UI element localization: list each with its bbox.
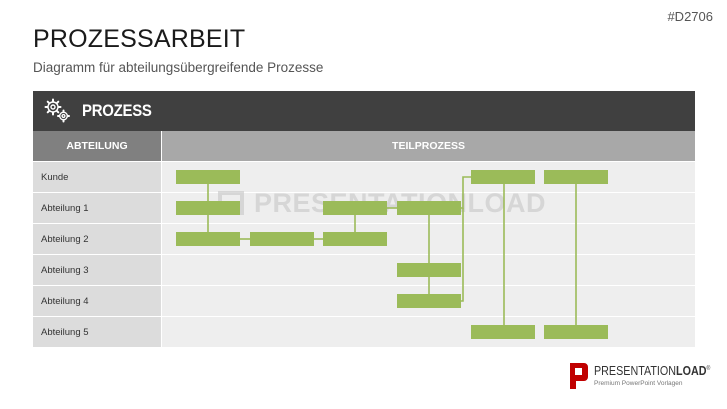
watermark-text: PRESENTATIONLOAD	[254, 188, 547, 218]
row-label: Abteilung 5	[33, 317, 161, 347]
row-label: Kunde	[33, 162, 161, 192]
process-header-title: PROZESS	[82, 101, 152, 120]
row-cell	[162, 224, 695, 254]
logo-mark-icon	[570, 363, 588, 389]
presentationload-logo: PRESENTATIONLOAD® Premium PowerPoint Vor…	[568, 363, 718, 393]
slide-subtitle: Diagramm für abteilungsübergreifende Pro…	[33, 60, 324, 75]
watermark: PRESENTATIONLOAD	[218, 188, 546, 219]
gears-icon	[44, 98, 70, 123]
row-cell	[162, 286, 695, 316]
row-cell	[162, 255, 695, 285]
logo-tagline: Premium PowerPoint Vorlagen	[594, 380, 683, 387]
row-label: Abteilung 4	[33, 286, 161, 316]
row-label: Abteilung 2	[33, 224, 161, 254]
watermark-logo-icon	[218, 191, 244, 215]
logo-text: PRESENTATIONLOAD®	[594, 364, 711, 378]
slide-id: #D2706	[667, 9, 713, 24]
row-cell	[162, 317, 695, 347]
process-header-bar: PROZESS	[33, 91, 695, 131]
column-header-abteilung: ABTEILUNG	[33, 131, 161, 161]
row-label: Abteilung 3	[33, 255, 161, 285]
row-label: Abteilung 1	[33, 193, 161, 223]
slide-title: PROZESSARBEIT	[33, 25, 246, 53]
column-header-teilprozess: TEILPROZESS	[162, 131, 695, 161]
